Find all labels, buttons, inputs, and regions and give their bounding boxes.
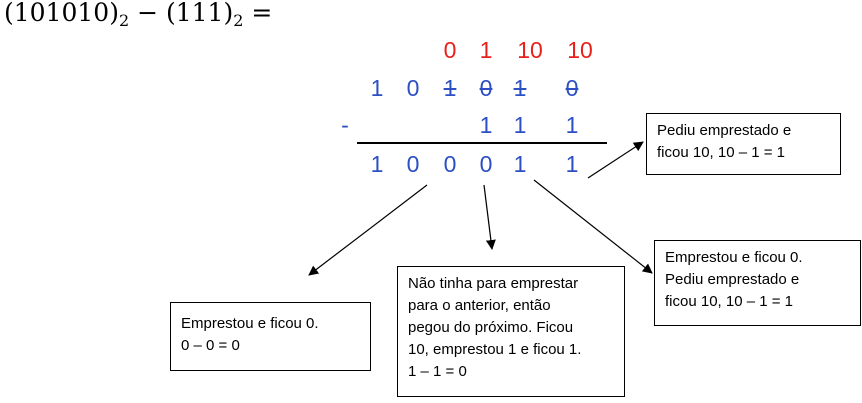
arrow-to-left-box xyxy=(308,184,428,276)
minuend-digit: 1 xyxy=(370,75,384,101)
equation-right-number: (111) xyxy=(165,0,234,27)
borrow-digit: 10 xyxy=(567,37,593,63)
result-digit: 1 xyxy=(513,151,527,177)
note-line: Pediu emprestado e xyxy=(657,122,792,139)
note-box-middle: Não tinha para emprestar para o anterior… xyxy=(397,266,625,397)
note-line: Emprestou e ficou 0. xyxy=(181,315,319,332)
minuend-digit-crossed: 0 xyxy=(565,75,579,101)
note-line: para o anterior, então xyxy=(408,297,551,314)
note-line: Emprestou e ficou 0. xyxy=(665,249,803,266)
subtrahend-digit: 1 xyxy=(513,112,527,138)
subtrahend-digit: 1 xyxy=(565,112,579,138)
note-box-right-bottom: Emprestou e ficou 0. Pediu emprestado e … xyxy=(654,240,861,326)
equation-equals: = xyxy=(243,0,273,27)
arrow-to-right-bottom-box xyxy=(533,179,653,274)
note-line: ficou 10, 10 – 1 = 1 xyxy=(657,144,786,161)
minuend-digit: 0 xyxy=(406,75,420,101)
note-box-right-top: Pediu emprestado e ficou 10, 10 – 1 = 1 xyxy=(646,113,841,175)
result-digit: 0 xyxy=(443,151,457,177)
note-line: 10, emprestou 1 e ficou 1. xyxy=(408,341,582,358)
note-line: Não tinha para emprestar xyxy=(408,275,579,292)
note-box-left: Emprestou e ficou 0. 0 – 0 = 0 xyxy=(170,302,371,371)
note-line: pegou do próximo. Ficou xyxy=(408,319,574,336)
result-digit: 1 xyxy=(565,151,579,177)
borrow-digit: 0 xyxy=(443,37,457,63)
equation-left-base: 2 xyxy=(118,11,130,30)
result-divider-line xyxy=(357,142,607,144)
minuend-digit-crossed: 1 xyxy=(513,75,527,101)
note-line: Pediu emprestado e xyxy=(665,271,800,288)
equation-operator: − xyxy=(129,0,166,27)
equation-header: (101010)2 − (111)2 = xyxy=(4,0,272,30)
note-line: 1 – 1 = 0 xyxy=(408,363,467,380)
result-digit: 0 xyxy=(406,151,420,177)
borrow-digit: 1 xyxy=(479,37,493,63)
subtrahend-digit: 1 xyxy=(479,112,493,138)
equation-right-base: 2 xyxy=(233,11,244,30)
minus-sign: - xyxy=(341,112,349,138)
result-digit: 1 xyxy=(370,151,384,177)
result-digit: 0 xyxy=(479,151,493,177)
note-line: ficou 10, 10 – 1 = 1 xyxy=(665,293,794,310)
equation-left-number: (101010) xyxy=(4,0,119,27)
borrow-digit: 10 xyxy=(517,37,543,63)
minuend-digit-crossed: 1 xyxy=(443,75,457,101)
minuend-digit-crossed: 0 xyxy=(479,75,493,101)
arrow-to-middle-box xyxy=(483,184,496,250)
note-line: 0 – 0 = 0 xyxy=(181,337,240,354)
arrow-to-right-top-box xyxy=(587,141,644,179)
